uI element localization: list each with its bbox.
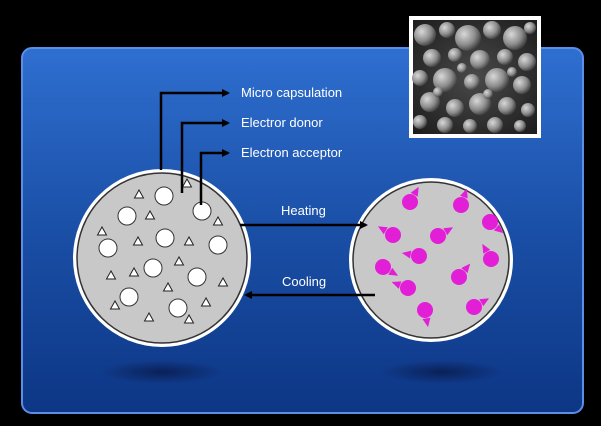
right-circle-shadow <box>380 360 504 384</box>
magenta-dye-capsule <box>482 214 498 230</box>
magenta-dye-triangle <box>391 281 402 289</box>
cooled-particles <box>96 177 229 324</box>
acceptor-triangle <box>132 235 144 246</box>
white-capsule <box>117 206 137 226</box>
magenta-dye-triangle <box>422 317 431 328</box>
transition-arrows <box>240 221 375 299</box>
micrograph-sphere <box>433 87 443 97</box>
magenta-dye-capsule <box>483 251 499 267</box>
magenta-dye-triangle <box>377 226 388 235</box>
heating-label: Heating <box>281 203 326 218</box>
micrograph-sphere <box>518 53 536 71</box>
heated-particles <box>375 186 504 328</box>
left-circle-shadow <box>100 360 224 384</box>
micrograph-sphere <box>469 93 491 115</box>
electron-donor-label: Electror donor <box>241 115 323 130</box>
white-capsule <box>187 267 207 287</box>
micrograph-sphere <box>524 22 536 34</box>
acceptor-triangle <box>217 276 229 287</box>
white-capsule <box>119 287 139 307</box>
acceptor-triangle <box>183 313 195 324</box>
micrograph-sphere <box>448 48 462 62</box>
micrograph-sphere <box>485 68 509 92</box>
micro-capsulation-label: Micro capsulation <box>241 85 342 100</box>
magenta-dye-capsule <box>453 197 469 213</box>
magenta-dye-capsule <box>417 302 433 318</box>
magenta-dye-triangle <box>461 263 471 274</box>
callout-lines <box>159 89 230 205</box>
magenta-dye-triangle <box>460 188 468 199</box>
micrograph-sphere <box>498 97 516 115</box>
micrograph-sphere <box>413 115 427 129</box>
cooling-label: Cooling <box>282 274 326 289</box>
micrograph-sphere <box>507 67 517 77</box>
acceptor-triangle <box>181 177 193 188</box>
magenta-dye-capsule <box>385 227 401 243</box>
sem-micrograph <box>409 16 541 138</box>
micrograph-sphere <box>423 49 441 67</box>
acceptor-triangle <box>105 269 117 280</box>
magenta-dye-capsule <box>375 259 391 275</box>
acceptor-triangle <box>96 225 108 236</box>
capsule-heated <box>349 178 513 342</box>
micrograph-spheres <box>412 21 536 133</box>
acceptor-triangle <box>143 311 155 322</box>
acceptor-triangle <box>200 296 212 307</box>
micrograph-sphere <box>497 49 513 65</box>
magenta-dye-triangle <box>401 250 412 259</box>
capsule-cooled <box>73 169 251 347</box>
micrograph-sphere <box>503 26 527 50</box>
acceptor-triangle <box>173 255 185 266</box>
micrograph-sphere <box>433 68 457 92</box>
white-capsule <box>143 258 163 278</box>
acceptor-triangle <box>128 266 140 277</box>
magenta-dye-capsule <box>402 194 418 210</box>
micro-capsulation-connector <box>159 89 230 170</box>
white-capsule <box>98 238 118 258</box>
acceptor-triangle <box>144 209 156 220</box>
acceptor-triangle <box>183 235 195 246</box>
acceptor-triangle <box>212 215 224 226</box>
magenta-dye-triangle <box>482 243 491 254</box>
micrograph-sphere <box>521 103 535 117</box>
magenta-dye-triangle <box>443 227 454 236</box>
electron-acceptor-label: Electron acceptor <box>241 145 343 160</box>
magenta-dye-triangle <box>493 224 504 234</box>
micrograph-sphere <box>513 76 531 94</box>
micrograph-sphere <box>483 21 501 39</box>
micrograph-sphere <box>414 24 436 46</box>
micrograph-sphere <box>514 120 526 132</box>
electron-acceptor-connector <box>199 149 230 205</box>
white-capsule <box>208 235 228 255</box>
acceptor-triangle <box>133 188 145 199</box>
micrograph-sphere <box>464 74 480 90</box>
micrograph-sphere <box>412 70 428 86</box>
electron-donor-connector <box>180 119 230 193</box>
micrograph-sphere <box>483 89 493 99</box>
micrograph-sphere <box>439 22 455 38</box>
micrograph-sphere <box>470 50 490 70</box>
micrograph-sphere <box>457 63 467 73</box>
micrograph-sphere <box>420 92 440 112</box>
magenta-dye-capsule <box>400 280 416 296</box>
magenta-dye-capsule <box>451 269 467 285</box>
magenta-dye-triangle <box>479 298 490 307</box>
magenta-dye-triangle <box>388 267 399 276</box>
acceptor-triangle <box>109 299 121 310</box>
micrograph-sphere <box>437 117 453 133</box>
white-capsule <box>154 186 174 206</box>
micrograph-sphere <box>463 119 477 133</box>
white-capsule <box>168 298 188 318</box>
acceptor-triangle <box>162 281 174 292</box>
micrograph-sphere <box>487 117 503 133</box>
micrograph-sphere <box>455 25 481 51</box>
magenta-dye-capsule <box>411 248 427 264</box>
magenta-dye-capsule <box>466 299 482 315</box>
white-capsule <box>155 228 175 248</box>
micrograph-sphere <box>446 99 464 117</box>
magenta-dye-triangle <box>410 186 419 197</box>
magenta-dye-capsule <box>430 228 446 244</box>
